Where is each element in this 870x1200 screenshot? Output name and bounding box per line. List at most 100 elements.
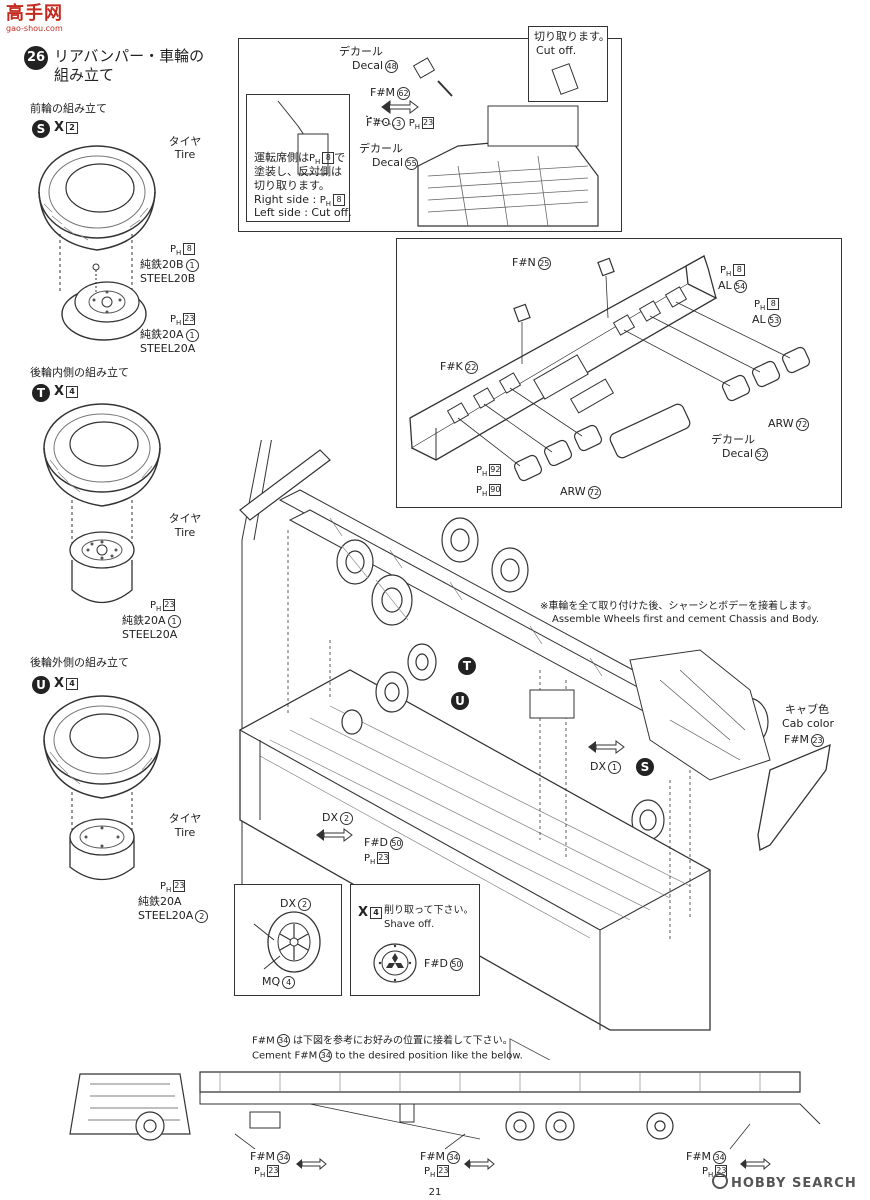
cut-off-en: Cut off. (536, 44, 577, 57)
front-wheel-drawing (38, 145, 156, 341)
rear-inner-tire-label-jp: タイヤ (168, 512, 202, 525)
main-note-jp: ※車輪を全て取り付けた後、シャーシとボデーを接着します。 (540, 601, 818, 612)
bumper-drawing (409, 255, 811, 482)
wheel-T-badge: T (458, 657, 476, 675)
double-arrow-icon-b3 (740, 1158, 771, 1170)
side-note-jp-2: 塗装し、反対側は (254, 165, 342, 178)
detail-right-shave-en: Shave off. (384, 919, 435, 930)
rear-inner-steel-en: STEEL20A (122, 628, 178, 641)
decal-48-label-jp: デカール (339, 45, 383, 58)
front-letter-badge: S (32, 120, 50, 138)
step-title-line1: リアバンパー・車輪の (54, 47, 205, 65)
rear-inner-tire-label-en: Tire (174, 526, 196, 539)
rear-outer-steel-jp: 純鉄20A (138, 895, 182, 908)
main-assembly-drawing (238, 440, 831, 1060)
double-arrow-icon (381, 100, 419, 114)
detail-right-shave-jp: 削り取って下さい。 (384, 905, 474, 916)
detail-right-box (350, 884, 480, 996)
step-title-line2: 組み立て (54, 66, 115, 84)
side-note-left: Left side : Cut off. (254, 206, 352, 219)
detail-left-wheel-drawing (253, 911, 321, 973)
cab-color-jp: キャブ色 (785, 703, 829, 716)
decal-55-label-jp: デカール (359, 142, 403, 155)
top-inset-drawing (277, 57, 599, 227)
double-arrow-icon-b2 (464, 1158, 495, 1170)
hobby-search-watermark: HOBBY SEARCH (712, 1173, 857, 1190)
step-number-badge: 26 (24, 46, 48, 70)
rear-outer-tire-label-jp: タイヤ (168, 812, 202, 825)
watermark-icon (712, 1173, 728, 1189)
side-note-jp-3: 切り取ります。 (254, 179, 330, 192)
rear-outer-heading: 後輪外側の組み立て (30, 656, 129, 669)
front-tire-label-en: Tire (174, 148, 196, 161)
rear-inner-letter-badge: T (32, 384, 50, 402)
cab-color-en: Cab color (782, 717, 834, 730)
side-view-drawing (69, 1071, 821, 1150)
cut-off-jp: 切り取ります。 (534, 30, 610, 43)
site-logo: 高手网 gao-shou.com (6, 4, 76, 34)
wheel-S-badge: S (636, 758, 654, 776)
mitsubishi-hub-cap-icon (373, 943, 417, 983)
double-arrow-icon-b1 (296, 1158, 327, 1170)
double-arrow-icon-dx2 (316, 828, 353, 842)
logo-sub: gao-shou.com (6, 24, 63, 33)
rear-inner-wheel-drawing (43, 403, 161, 603)
rear-inner-heading: 後輪内側の組み立て (30, 366, 129, 379)
double-arrow-icon-dx1 (588, 740, 625, 754)
front-heading: 前輪の組み立て (30, 102, 107, 115)
front-tire-label-jp: タイヤ (168, 135, 202, 148)
page-number: 21 (428, 1187, 442, 1198)
rear-outer-letter-badge: U (32, 676, 50, 694)
rear-outer-wheel-drawing (43, 695, 161, 880)
bumper-decal-jp: デカール (711, 433, 755, 446)
front-steel-b-en: STEEL20B (140, 272, 196, 285)
rear-outer-tire-label-en: Tire (174, 826, 196, 839)
front-steel-a-en: STEEL20A (140, 342, 196, 355)
main-note-en: Assemble Wheels first and cement Chassis… (552, 614, 820, 625)
